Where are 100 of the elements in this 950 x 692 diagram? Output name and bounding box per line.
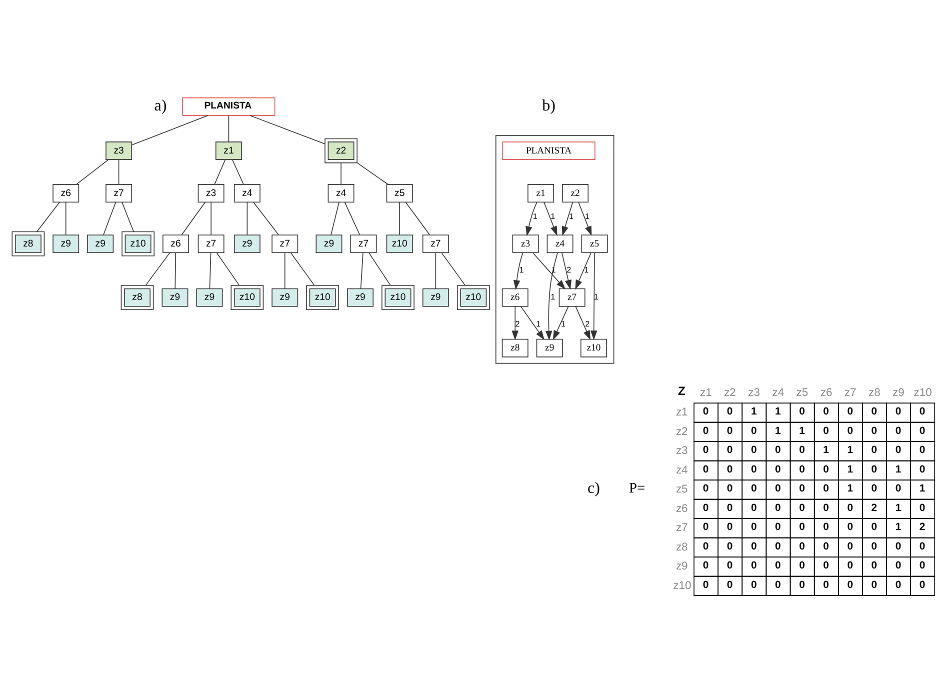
label: 0 (775, 444, 781, 456)
label: 0 (871, 425, 878, 436)
edge-label: 1 (536, 318, 541, 328)
label: z1 (676, 406, 688, 418)
label: z3 (748, 386, 760, 398)
label: 0 (895, 579, 902, 590)
label: 0 (702, 522, 709, 533)
label: 0 (702, 560, 709, 572)
label: 0 (895, 425, 902, 436)
label: 0 (919, 406, 926, 418)
label: 0 (919, 579, 926, 590)
label: 0 (750, 444, 757, 456)
label: 0 (775, 483, 781, 494)
label: 0 (775, 540, 781, 552)
label: 0 (823, 579, 829, 590)
label: 0 (919, 560, 926, 572)
label: 0 (750, 464, 757, 475)
label: 0 (871, 560, 878, 572)
edge-label: 1 (584, 265, 589, 274)
label: 0 (726, 444, 733, 456)
label: z10 (914, 386, 932, 398)
label: 0 (750, 560, 757, 572)
label: z2 (676, 425, 688, 438)
label: 2 (919, 522, 926, 533)
label: 0 (750, 522, 757, 533)
edge-label: 2 (566, 265, 572, 274)
label: 0 (799, 560, 805, 572)
label: 0 (775, 522, 781, 533)
label: 1 (895, 502, 902, 514)
label: 1 (775, 425, 781, 436)
label: 0 (823, 406, 829, 418)
label: 0 (847, 560, 854, 572)
label: 0 (726, 540, 733, 552)
label: 0 (871, 406, 878, 418)
label: 0 (919, 540, 926, 552)
edge-label: 2 (515, 318, 520, 328)
edge-label: 2 (585, 318, 590, 328)
label: 0 (702, 502, 709, 514)
label: 0 (823, 483, 829, 494)
label: 0 (871, 540, 878, 552)
label: z6 (820, 386, 832, 398)
label: 0 (919, 444, 926, 456)
label: 0 (702, 425, 709, 436)
edge-label: 1 (550, 292, 556, 302)
label: z9 (892, 386, 904, 398)
label: 1 (895, 522, 902, 533)
label: 0 (775, 464, 781, 475)
label: z1 (700, 386, 712, 398)
label: 0 (750, 483, 757, 494)
label: 0 (799, 464, 805, 475)
label: 0 (702, 540, 709, 552)
label: 0 (799, 406, 805, 418)
label: 0 (726, 579, 733, 590)
edge-label: 1 (561, 318, 566, 328)
label: 0 (919, 502, 926, 514)
label: 1 (847, 483, 854, 494)
label: b) (542, 97, 556, 114)
label: 0 (895, 483, 902, 494)
label: 0 (726, 425, 733, 436)
label: 0 (799, 444, 805, 456)
label: Z (678, 384, 686, 398)
label: 0 (847, 540, 854, 552)
label: 0 (871, 522, 878, 533)
label: 2 (871, 502, 878, 514)
label: 0 (919, 464, 926, 475)
label: a) (154, 97, 167, 114)
label: z3 (676, 444, 688, 457)
label: 1 (799, 425, 805, 436)
label: 0 (726, 464, 733, 475)
label: 0 (799, 540, 805, 552)
label: 0 (871, 483, 878, 494)
label: z6 (676, 502, 688, 514)
label: 0 (702, 483, 709, 494)
label: 1 (895, 464, 902, 475)
edge-label: 1 (569, 211, 574, 220)
label: z5 (796, 386, 808, 398)
label: 0 (799, 483, 805, 494)
label: 1 (823, 444, 829, 456)
label: 0 (847, 579, 854, 590)
label: 0 (799, 579, 805, 590)
label: 0 (847, 522, 854, 533)
label: 0 (750, 579, 757, 590)
edge-label: 1 (519, 265, 524, 274)
label: 0 (823, 522, 829, 533)
label: 0 (847, 425, 854, 436)
label: 0 (702, 579, 709, 590)
label: 1 (847, 444, 854, 456)
label: 0 (750, 425, 757, 436)
label: 0 (702, 406, 709, 418)
label: z8 (676, 540, 688, 553)
label: z4 (772, 386, 784, 398)
edge-label: 1 (532, 211, 538, 220)
label: 0 (895, 540, 902, 552)
label: z4 (676, 464, 688, 476)
label: z7 (676, 522, 688, 534)
label: 0 (871, 444, 878, 456)
label: 0 (823, 540, 829, 552)
label: 0 (919, 425, 926, 436)
edge-label: 1 (594, 292, 598, 302)
label: 0 (775, 560, 781, 572)
